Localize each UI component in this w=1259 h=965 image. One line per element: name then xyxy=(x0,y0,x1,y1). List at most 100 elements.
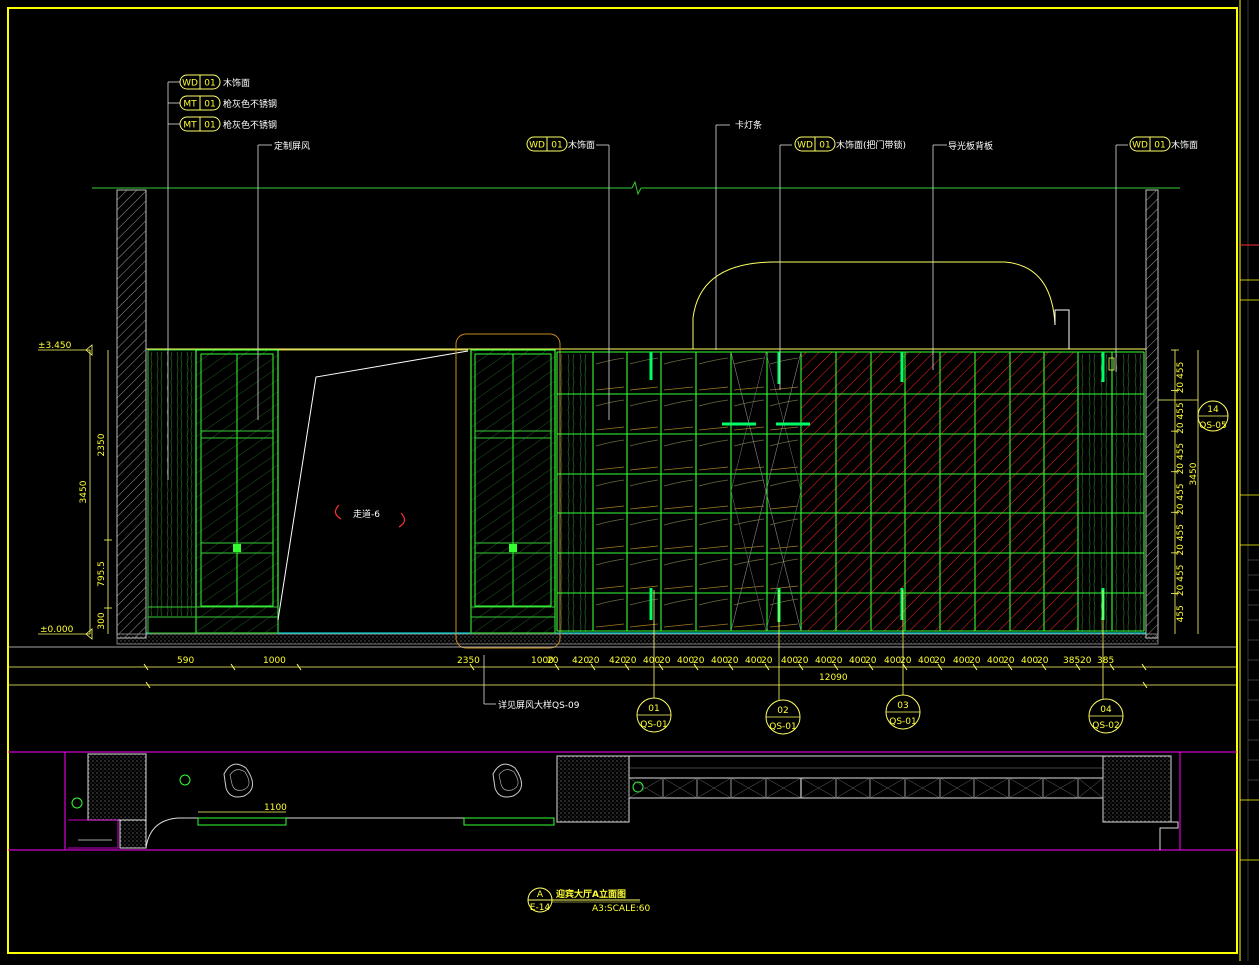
left-wood-panel xyxy=(147,349,197,634)
level-bottom: ±0.000 xyxy=(40,625,74,635)
svg-text:01: 01 xyxy=(819,141,830,151)
bottom-dim-7: 420 xyxy=(609,656,626,666)
svg-text:枪灰色不锈钢: 枪灰色不锈钢 xyxy=(223,119,277,131)
right-gap-3: 20 xyxy=(1176,503,1186,515)
svg-text:01: 01 xyxy=(204,121,215,131)
sheet-frame xyxy=(7,0,1259,961)
bottom-dim-20: 20 xyxy=(831,656,843,666)
bottom-dim-2: 2350 xyxy=(457,656,480,666)
bottom-dim-15: 400 xyxy=(745,656,762,666)
bottom-dim-27: 400 xyxy=(953,656,970,666)
right-gap-2: 20 xyxy=(1176,463,1186,475)
label-light-panel: 导光板背板 xyxy=(948,140,993,152)
svg-text:WD: WD xyxy=(529,141,545,151)
svg-text:QS-01: QS-01 xyxy=(769,722,797,732)
bottom-dim-0: 590 xyxy=(177,656,194,666)
label-custom-screen: 定制屏风 xyxy=(274,140,310,152)
bottom-dim-3: 1000 xyxy=(531,656,554,666)
bottom-dim-16: 20 xyxy=(761,656,773,666)
display-cabinet-grid xyxy=(556,351,1145,635)
left-dimensions: 2350 795.5 300 3450 xyxy=(79,350,112,634)
right-gap-5: 20 xyxy=(1176,584,1186,596)
svg-text:WD: WD xyxy=(797,141,813,151)
svg-text:02: 02 xyxy=(777,706,788,716)
svg-text:01: 01 xyxy=(551,141,562,151)
bottom-dim-34: 20 xyxy=(1080,656,1092,666)
bottom-dim-10: 20 xyxy=(659,656,671,666)
bottom-dim-17: 400 xyxy=(781,656,798,666)
svg-text:枪灰色不锈钢: 枪灰色不锈钢 xyxy=(223,98,277,110)
label-screen-detail: 详见屏风大样QS-09 xyxy=(498,699,580,711)
callout-mt01-b[interactable]: MT 01 枪灰色不锈钢 xyxy=(179,116,277,132)
bottom-dim-31: 400 xyxy=(1021,656,1038,666)
plan-dim-1100: 1100 xyxy=(264,803,287,813)
svg-text:QS-01: QS-01 xyxy=(889,717,917,727)
right-gap-0: 20 xyxy=(1176,382,1186,394)
bottom-dim-35: 385 xyxy=(1097,656,1114,666)
right-dim-6: 455 xyxy=(1176,605,1186,622)
callout-wd01-door[interactable]: WD 01 木饰面(把门带锁) xyxy=(794,136,906,152)
callout-wd01-right[interactable]: WD 01 木饰面 xyxy=(1129,136,1198,152)
svg-text:QS-02: QS-02 xyxy=(1092,721,1120,731)
right-dim-2: 455 xyxy=(1176,443,1186,460)
bottom-dim-12: 20 xyxy=(693,656,705,666)
right-gap-1: 20 xyxy=(1176,422,1186,434)
level-marks: ±3.450 ±0.000 xyxy=(38,341,93,640)
left-wall xyxy=(116,189,147,639)
svg-text:MT: MT xyxy=(183,100,197,110)
dim-300: 300 xyxy=(97,612,107,629)
svg-text:01: 01 xyxy=(648,704,659,714)
material-callouts: WD 01 木饰面 MT 01 枪灰色不锈钢 MT 01 枪灰色不锈钢 定制屏风… xyxy=(179,74,1198,152)
bottom-dimension-lines: 12090 xyxy=(8,646,1237,689)
svg-text:MT: MT xyxy=(183,121,197,131)
bottom-dim-25: 400 xyxy=(918,656,935,666)
svg-text:03: 03 xyxy=(897,701,908,711)
bottom-dim-30: 20 xyxy=(1003,656,1015,666)
right-dim-3: 455 xyxy=(1176,483,1186,500)
ceiling-line xyxy=(92,180,1180,196)
dim-2350: 2350 xyxy=(97,433,107,456)
svg-text:01: 01 xyxy=(1154,141,1165,151)
callout-wd01-left[interactable]: WD 01 木饰面 xyxy=(179,74,250,90)
right-gap-4: 20 xyxy=(1176,544,1186,556)
svg-text:QS-01: QS-01 xyxy=(640,720,668,730)
bottom-dim-11: 400 xyxy=(677,656,694,666)
svg-text:WD: WD xyxy=(1132,141,1148,151)
dim-total-12090: 12090 xyxy=(819,673,848,683)
dim-3450-left: 3450 xyxy=(79,480,89,503)
callout-mt01-a[interactable]: MT 01 枪灰色不锈钢 xyxy=(179,95,277,111)
callout-wd01-mid[interactable]: WD 01 木饰面 xyxy=(526,136,595,152)
right-dim-0: 455 xyxy=(1176,362,1186,379)
corridor-opening: 走道-6 xyxy=(277,349,469,621)
bottom-dim-29: 400 xyxy=(987,656,1004,666)
svg-text:WD: WD xyxy=(182,79,198,89)
svg-text:木饰面(把门带锁): 木饰面(把门带锁) xyxy=(836,139,906,151)
right-wall xyxy=(1145,189,1159,639)
right-dim-1: 455 xyxy=(1176,402,1186,419)
title-name: 迎宾大厅A立面图 xyxy=(556,888,626,900)
plan-view: 1100 xyxy=(8,751,1237,851)
custom-screen-right xyxy=(455,333,561,649)
bottom-dim-33: 385 xyxy=(1063,656,1080,666)
drawing-title: A E-14 迎宾大厅A立面图 A3:SCALE:60 xyxy=(527,887,651,914)
custom-screen-left xyxy=(195,349,279,634)
bottom-dim-32: 20 xyxy=(1037,656,1049,666)
bottom-dim-23: 400 xyxy=(884,656,901,666)
svg-text:木饰面: 木饰面 xyxy=(1171,139,1198,151)
svg-text:01: 01 xyxy=(204,100,215,110)
section-mark-right[interactable]: 14 QS-05 xyxy=(1158,399,1229,432)
right-dim-4: 455 xyxy=(1176,524,1186,541)
bottom-dim-28: 20 xyxy=(969,656,981,666)
bottom-dim-21: 400 xyxy=(849,656,866,666)
bottom-dim-26: 20 xyxy=(934,656,946,666)
right-dim-5: 455 xyxy=(1176,565,1186,582)
svg-text:01: 01 xyxy=(204,79,215,89)
